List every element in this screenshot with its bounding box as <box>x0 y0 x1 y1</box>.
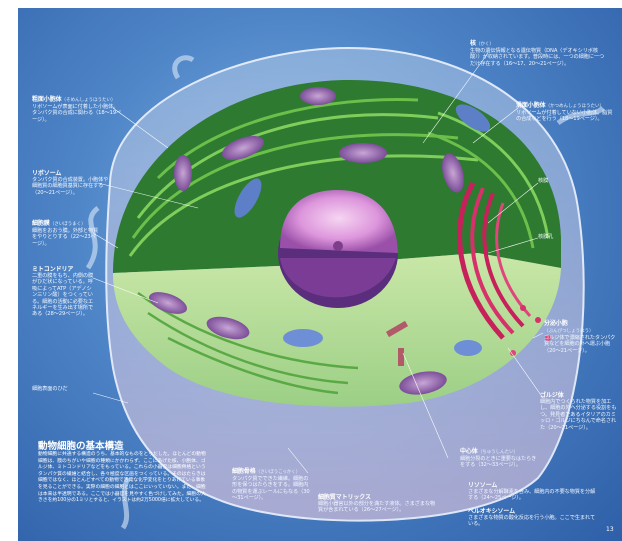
intro-paragraph: 動物細胞に共通する構造のうち、基本的なものをとりだした。ほとんどの動物細胞は、膜… <box>38 452 210 505</box>
label-nuclear-membrane: 核膜 <box>538 178 618 184</box>
label-mitochondria: ミトコンドリア 二重の膜をもち、内側の膜がひだ状になっている。呼吸によってATP… <box>32 266 96 318</box>
label-ribosome: リボソーム タンパク質の合成装置。小胞体や細胞質の細胞質基質に存在する（20～2… <box>32 170 112 196</box>
label-cytoplasm: 細胞質マトリックス 細胞小器官以外の部分を満たす液体。さまざまな物質が含まれてい… <box>318 494 438 514</box>
label-lysosome: リソソーム さまざまな分解酵素を含み、細胞内の不要な物質を分解する（24～25ペ… <box>468 482 600 502</box>
illustration-plate: 核（かく） 生物の遺伝情報となる遺伝物質（DNA〈デオキシリボ核酸〉）が収納され… <box>18 8 622 541</box>
page-title: 動物細胞の基本構造 <box>38 438 124 452</box>
label-centriole: 中心体（ちゅうしんたい） 細胞分裂のときに重要なはたらきをする（32～33ページ… <box>460 448 538 469</box>
label-golgi: ゴルジ体 細胞内でつくられた物質を加工し、細胞の外へ分泌する役割をもつ。発見者で… <box>540 392 618 431</box>
label-cytoskeleton-note: 細胞表面のひだ <box>32 386 92 392</box>
page-number: 13 <box>606 526 614 533</box>
label-cytoskeleton: 細胞骨格（さいぼうこっかく） タンパク質でできた繊維。細胞の形を保つはたらきをす… <box>232 468 312 502</box>
label-cell-membrane: 細胞膜（さいぼうまく） 細胞をおおう膜。外部と物質をやりとりする（22～23ペー… <box>32 220 100 247</box>
label-rough-er: 粗面小胞体（そめんしょうほうたい） リボソームが表面に付着した小胞体。タンパク質… <box>32 96 122 123</box>
label-vesicle: 分泌小胞（ぶんぴつしょうほう） ゴルジ体で濃縮されたタンパク質などを細胞の外へ運… <box>544 320 616 354</box>
nucleus <box>278 190 398 308</box>
label-smooth-er: 滑面小胞体（かつめんしょうほうたい） リボソームが付着していない小胞体。脂質の合… <box>516 102 616 123</box>
label-nuclear-pore: 核膜孔 <box>538 234 618 240</box>
label-peroxisome: ペルオキシソーム さまざまな物質の酸化反応を行う小胞。ここで生まれている。 <box>468 508 600 528</box>
label-nucleus: 核（かく） 生物の遺伝情報となる遺伝物質（DNA〈デオキシリボ核酸〉）が収納され… <box>470 40 608 67</box>
